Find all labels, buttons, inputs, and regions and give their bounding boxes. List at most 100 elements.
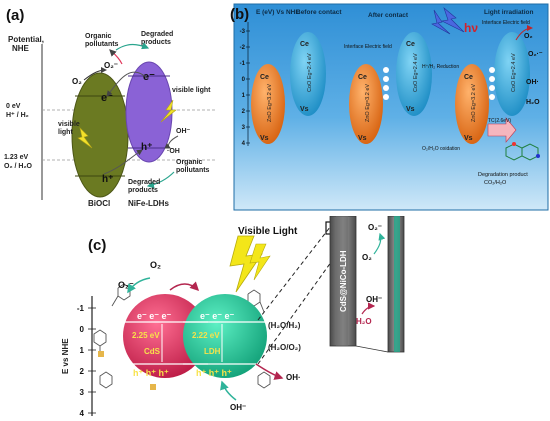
tick-b-6: 3 (242, 125, 246, 131)
visible-light-right: visible light (172, 87, 211, 94)
interface-charges-light (489, 67, 495, 100)
hydroxide-oxidation-arrow (164, 135, 179, 149)
tick-b-4: 1 (242, 93, 246, 99)
ldh-bandgap: 2.22 eV (192, 331, 220, 340)
electrons-ldh: e⁻ e⁻ e⁻ (200, 311, 235, 321)
lightning-right-icon (160, 99, 177, 123)
hole-transfer-arrow (103, 149, 143, 175)
hydroxyl-radical-b: OH· (526, 79, 539, 86)
zno-gap-after: ZnO Eg=3.2 eV (365, 84, 371, 122)
tc-arrow (487, 117, 517, 143)
superoxide-arrow-rod (373, 232, 386, 255)
photon-label: hν (464, 21, 478, 35)
tick-c-3: 2 (80, 367, 85, 376)
panel-b: (b) E (eV) Vs NHE Before contact After c… (226, 0, 550, 214)
hydroxyl-arrow-c (255, 363, 284, 380)
degraded-top: Degraded (141, 31, 173, 38)
electron-left: e⁻ (101, 92, 113, 104)
water-rod: H₂O (356, 317, 372, 326)
hydroxide-c: OH⁻ (230, 403, 246, 412)
superoxide-rod: O₂⁻ (368, 223, 382, 232)
organic-pollutants-top: Organic (85, 33, 112, 40)
axis-title-b: E (eV) Vs NHE (256, 9, 300, 16)
tick-c-4: 3 (80, 388, 85, 397)
rod-label: CdS@NiCo-LDH (339, 250, 348, 312)
interface-field-after: Interface Electric field (344, 44, 392, 50)
oxygen-b: O₂ (524, 33, 533, 40)
ldh-label: LDH (204, 347, 221, 356)
organic-pollutants-top-2: pollutants (85, 41, 119, 48)
molecule-structure-b (505, 142, 540, 161)
tick-b-1: -2 (240, 45, 246, 51)
superoxide-b: O₂·⁻ (528, 51, 543, 58)
coo-gap-light: CoO Eg=2.4 eV (511, 53, 517, 92)
h-reduction-label: H⁺/H₂ Reduction (422, 64, 459, 70)
cds-sphere (123, 294, 207, 378)
label-biocl: BiOCl (88, 199, 110, 208)
zno-before (251, 64, 285, 144)
tick-b-0: -3 (240, 29, 246, 35)
h2o-o2-couple: (H₂O/O₂) (268, 343, 301, 352)
tick-b-5: 2 (242, 109, 246, 115)
water-arrow-rod (361, 302, 376, 315)
visible-light-label: Visible Light (238, 226, 298, 237)
lightning-icon-c-2 (249, 243, 271, 281)
superoxide: O₂⁻ (104, 61, 118, 70)
lightning-left-icon (77, 127, 93, 149)
degraded-bottom: Degraded (128, 179, 160, 186)
superoxide-attack-arrow (109, 49, 123, 65)
hydroxide-rod: OH⁻ (366, 295, 382, 304)
hydroxide-arrow-c (220, 380, 237, 401)
vs-zno-light: Vs (464, 135, 473, 142)
panel-c-tag: (c) (88, 237, 106, 254)
hydroxyl-radical-c: OH· (286, 373, 301, 382)
tick-c-2: 1 (80, 346, 85, 355)
electron-right: e⁻ (143, 71, 155, 83)
axis-title-c: E vs NHE (61, 338, 70, 374)
rod-bridge (355, 345, 389, 353)
tick-labels-c: -1 0 1 2 3 4 (77, 304, 96, 418)
ce-coo-after: Ce (406, 41, 415, 48)
cds-bandgap: 2.25 eV (132, 331, 160, 340)
reduction-arrow-b (515, 25, 533, 41)
coo-light (494, 32, 530, 116)
zno-gap-light: ZnO Eg=3.2 eV (471, 84, 477, 122)
degradation-arrow-top (115, 42, 150, 51)
lightning-icon-c (229, 235, 263, 293)
lightning-icon-2 (441, 7, 465, 33)
sulfonate-marker-1 (98, 351, 104, 357)
coo-gap-after: CoO Eg=2.4 eV (413, 53, 419, 92)
electron-transfer-arrow-c (169, 281, 200, 292)
degraded-top-2: products (141, 39, 171, 46)
oxygen-c: O₂ (150, 260, 161, 270)
tick-c-1: 0 (80, 325, 85, 334)
organic-pollutants-bottom-2: pollutants (176, 167, 210, 174)
cds-label: CdS (144, 347, 161, 356)
h2o-h2-couple: (H₂O/H₂) (268, 321, 301, 330)
hydroxyl-radical: ·OH (167, 148, 180, 155)
before-contact: Before contact (296, 9, 342, 16)
hole-right: h⁺ (141, 142, 152, 153)
degradation-arrow-bottom (146, 171, 175, 189)
ce-zno-after: Ce (358, 74, 367, 81)
visible-light-left: visible (58, 121, 80, 128)
vs-coo-before: Vs (300, 106, 309, 113)
vs-zno-before: Vs (260, 135, 269, 142)
oxidation-label: O₂/H₂O oxidation (422, 146, 460, 152)
degradation-product: Degradation product (478, 172, 528, 178)
tick-b-2: -1 (240, 61, 246, 67)
organic-pollutants-bottom: Organic (176, 159, 203, 166)
tick-c-0: -1 (77, 304, 85, 313)
superoxide-c: O₂⁻ (118, 280, 134, 290)
water-b: H₂O (526, 99, 540, 106)
oxygen-left: O₂ (72, 77, 82, 86)
coo-after (396, 32, 432, 116)
superoxide-arrow-c (127, 277, 151, 294)
hydroxide: OH⁻ (176, 128, 191, 135)
tick-c-5: 4 (80, 409, 85, 416)
level-0-couple: H⁺ / H₂ (6, 112, 29, 119)
zoom-connector-bottom (257, 257, 335, 365)
vs-coo-after: Vs (406, 106, 415, 113)
